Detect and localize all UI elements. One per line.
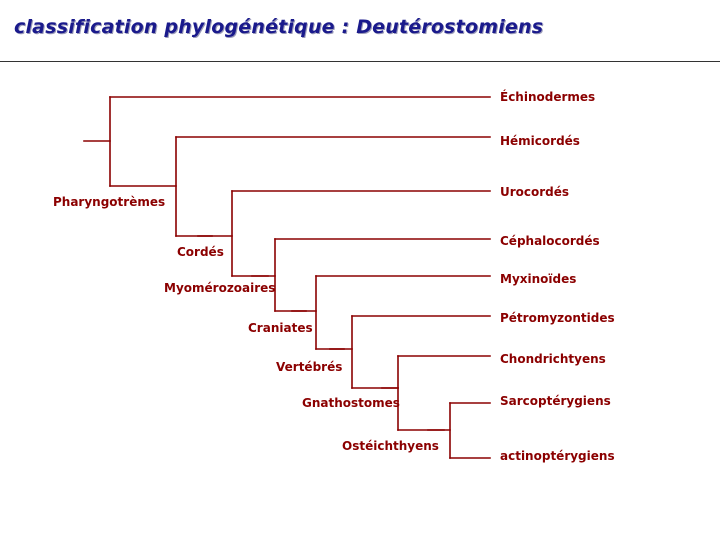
- taxon-urocordes: Urocordés: [500, 185, 570, 199]
- taxon-echinodermes: Échinodermes: [500, 90, 596, 104]
- clade-myomerozoaires: Myomérozoaires: [164, 281, 276, 295]
- taxon-myxinoides: Myxinoïdes: [500, 272, 577, 286]
- taxon-cephalocordes: Céphalocordés: [500, 234, 600, 248]
- taxon-sarcopterygiens: Sarcoptérygiens: [500, 394, 611, 408]
- taxon-actinopterygiens: actinoptérygiens: [500, 449, 615, 463]
- page-title: classification phylogénétique : Deutéros…: [14, 16, 544, 38]
- taxon-hemicordes: Hémicordés: [500, 134, 580, 148]
- clade-cordes: Cordés: [177, 245, 224, 259]
- taxon-petromyzontides: Pétromyzontides: [500, 311, 615, 325]
- title-divider: [0, 61, 720, 62]
- clade-vertebres: Vertébrés: [276, 360, 343, 374]
- clade-gnathostomes: Gnathostomes: [302, 396, 400, 410]
- taxon-chondrichtyens: Chondrichtyens: [500, 352, 606, 366]
- clade-pharyngotremes: Pharyngotrèmes: [53, 195, 166, 209]
- clade-osteichthyens: Ostéichthyens: [342, 439, 439, 453]
- clade-craniates: Craniates: [248, 321, 313, 335]
